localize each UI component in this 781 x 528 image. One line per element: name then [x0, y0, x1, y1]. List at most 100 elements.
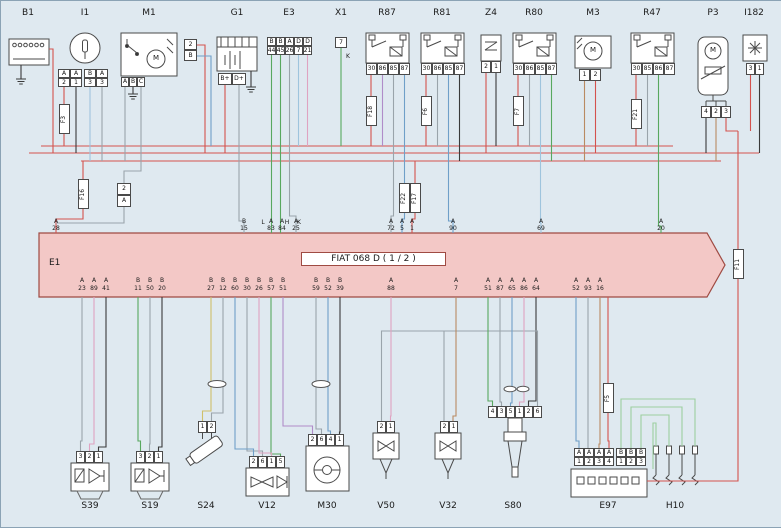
pin-cell: 2 — [249, 456, 258, 468]
ecu-pin-letter: A — [533, 277, 539, 284]
ecu-pin-number: 39 — [336, 285, 344, 292]
component-V12-symbol — [245, 467, 290, 497]
pin-cell: 3 — [594, 457, 604, 466]
pin-cell: 44 — [267, 46, 276, 55]
fuse-F5: F5 — [602, 383, 614, 413]
pin-cell: 2 — [184, 39, 197, 50]
fuse-F7: F7 — [512, 96, 524, 126]
fuse-F17: F17 — [409, 183, 421, 213]
ecu-pin-number: 27 — [207, 285, 215, 292]
component-S24-symbol — [185, 433, 223, 467]
component-label: S80 — [504, 501, 522, 511]
component-I182-symbol — [742, 34, 768, 62]
fuse-label: F17 — [411, 192, 419, 204]
component-label: R81 — [433, 8, 451, 18]
ecu-pin-number: 20 — [657, 225, 665, 232]
ecu-title: FIAT 068 D ( 1 / 2 ) — [301, 252, 446, 266]
pin-cell: 1 — [154, 451, 163, 463]
component-M30-symbol — [305, 445, 350, 492]
component-label: G1 — [230, 8, 244, 18]
component-label: E97 — [599, 501, 617, 511]
ground-symbols — [16, 78, 256, 100]
pin-cell: 4 — [701, 106, 711, 118]
pin-cell: 7 — [294, 46, 303, 55]
ecu-pin-number: 93 — [584, 285, 592, 292]
ecu-pin-letter: A — [388, 277, 394, 284]
pin-cell: B — [184, 50, 197, 61]
pin-cell: 3 — [636, 457, 646, 466]
component-P3-symbol — [697, 36, 729, 106]
pin-cell: 1 — [755, 63, 764, 75]
component-label: X1 — [335, 8, 347, 18]
fuse-F16: F16 — [77, 179, 89, 209]
pin-cell: 6 — [533, 406, 542, 418]
pin-cell: 1 — [491, 61, 501, 73]
component-S39-symbol — [70, 462, 110, 500]
ecu-pin-letter: A — [585, 277, 591, 284]
ecu-pin-letter: B — [268, 277, 274, 284]
ecu-pin-number: 88 — [387, 285, 395, 292]
ecu-pin-number: 30 — [243, 285, 251, 292]
component-S80-symbol — [503, 417, 527, 478]
pin-cell: 3 — [84, 78, 96, 87]
ecu-pin-letter: B — [147, 277, 153, 284]
fuse-F3: F3 — [58, 104, 70, 134]
pin-cell: 5 — [506, 406, 515, 418]
ecu-pin-letter: A — [597, 277, 603, 284]
pin-cell: 1 — [267, 456, 276, 468]
ecu-pin-letter: A — [399, 218, 405, 225]
fuse-label: F5 — [604, 394, 612, 402]
fuse-label: F22 — [400, 192, 408, 204]
ecu-pin-letter: A — [388, 218, 394, 225]
pin-cell: 4 — [604, 457, 614, 466]
pin-cell: 2 — [377, 421, 386, 433]
pin-cell: 1 — [574, 457, 584, 466]
ecu-pin-letter: A — [53, 218, 59, 225]
motor-icon-letter: M — [589, 46, 597, 54]
fuse-F21: F21 — [630, 99, 642, 129]
pin-cell: 86 — [524, 63, 535, 75]
fuse-F6: F6 — [420, 96, 432, 126]
ecu-pin-number: 72 — [387, 225, 395, 232]
pin-cell: 5 — [276, 456, 285, 468]
pin-cell: 1 — [94, 451, 103, 463]
ecu-pin-number: 26 — [255, 285, 263, 292]
ecu-pin-letter: A — [279, 218, 285, 225]
ecu-id-label: E1 — [49, 258, 61, 268]
ecu-pin-number: 16 — [596, 285, 604, 292]
ecu-pin-letter: B — [135, 277, 141, 284]
pin-cell: 3 — [497, 406, 506, 418]
pin-cell: 30 — [513, 63, 524, 75]
pin-cell: 2 — [58, 78, 70, 87]
ecu-pin-number: 7 — [454, 285, 458, 292]
component-label: R87 — [378, 8, 396, 18]
ecu-pin-letter: B — [244, 277, 250, 284]
pin-cell: 86 — [377, 63, 388, 75]
ecu-pin-letter: A — [409, 218, 415, 225]
ecu-pin-number: 50 — [146, 285, 154, 292]
ecu-pin-letter: A — [658, 218, 664, 225]
component-label: I182 — [744, 8, 764, 18]
pin-cell: 87 — [399, 63, 410, 75]
pin-cell: 30 — [366, 63, 377, 75]
pin-cell: 2 — [626, 457, 636, 466]
ecu-pin-number: 65 — [508, 285, 516, 292]
ecu-pin-letter: B — [325, 277, 331, 284]
pin-cell: 1 — [335, 434, 344, 446]
fuse-label: F6 — [422, 107, 430, 115]
component-label: V50 — [377, 501, 395, 511]
pin-cell: 85 — [443, 63, 454, 75]
component-S19-symbol — [130, 462, 170, 500]
pin-cell: A — [58, 69, 70, 78]
connector-cell: A — [117, 195, 131, 207]
ecu-pin-letter: B — [256, 277, 262, 284]
pin-cell: 3 — [746, 63, 755, 75]
pin-cell: D — [303, 37, 312, 46]
ecu-pin-letter: A — [538, 218, 544, 225]
connector-cell: 2 — [117, 183, 131, 195]
component-label: M3 — [586, 8, 600, 18]
pin-cell: B — [626, 448, 636, 457]
component-I1-symbol — [69, 32, 101, 64]
ecu-pin-letter: A — [268, 218, 274, 225]
